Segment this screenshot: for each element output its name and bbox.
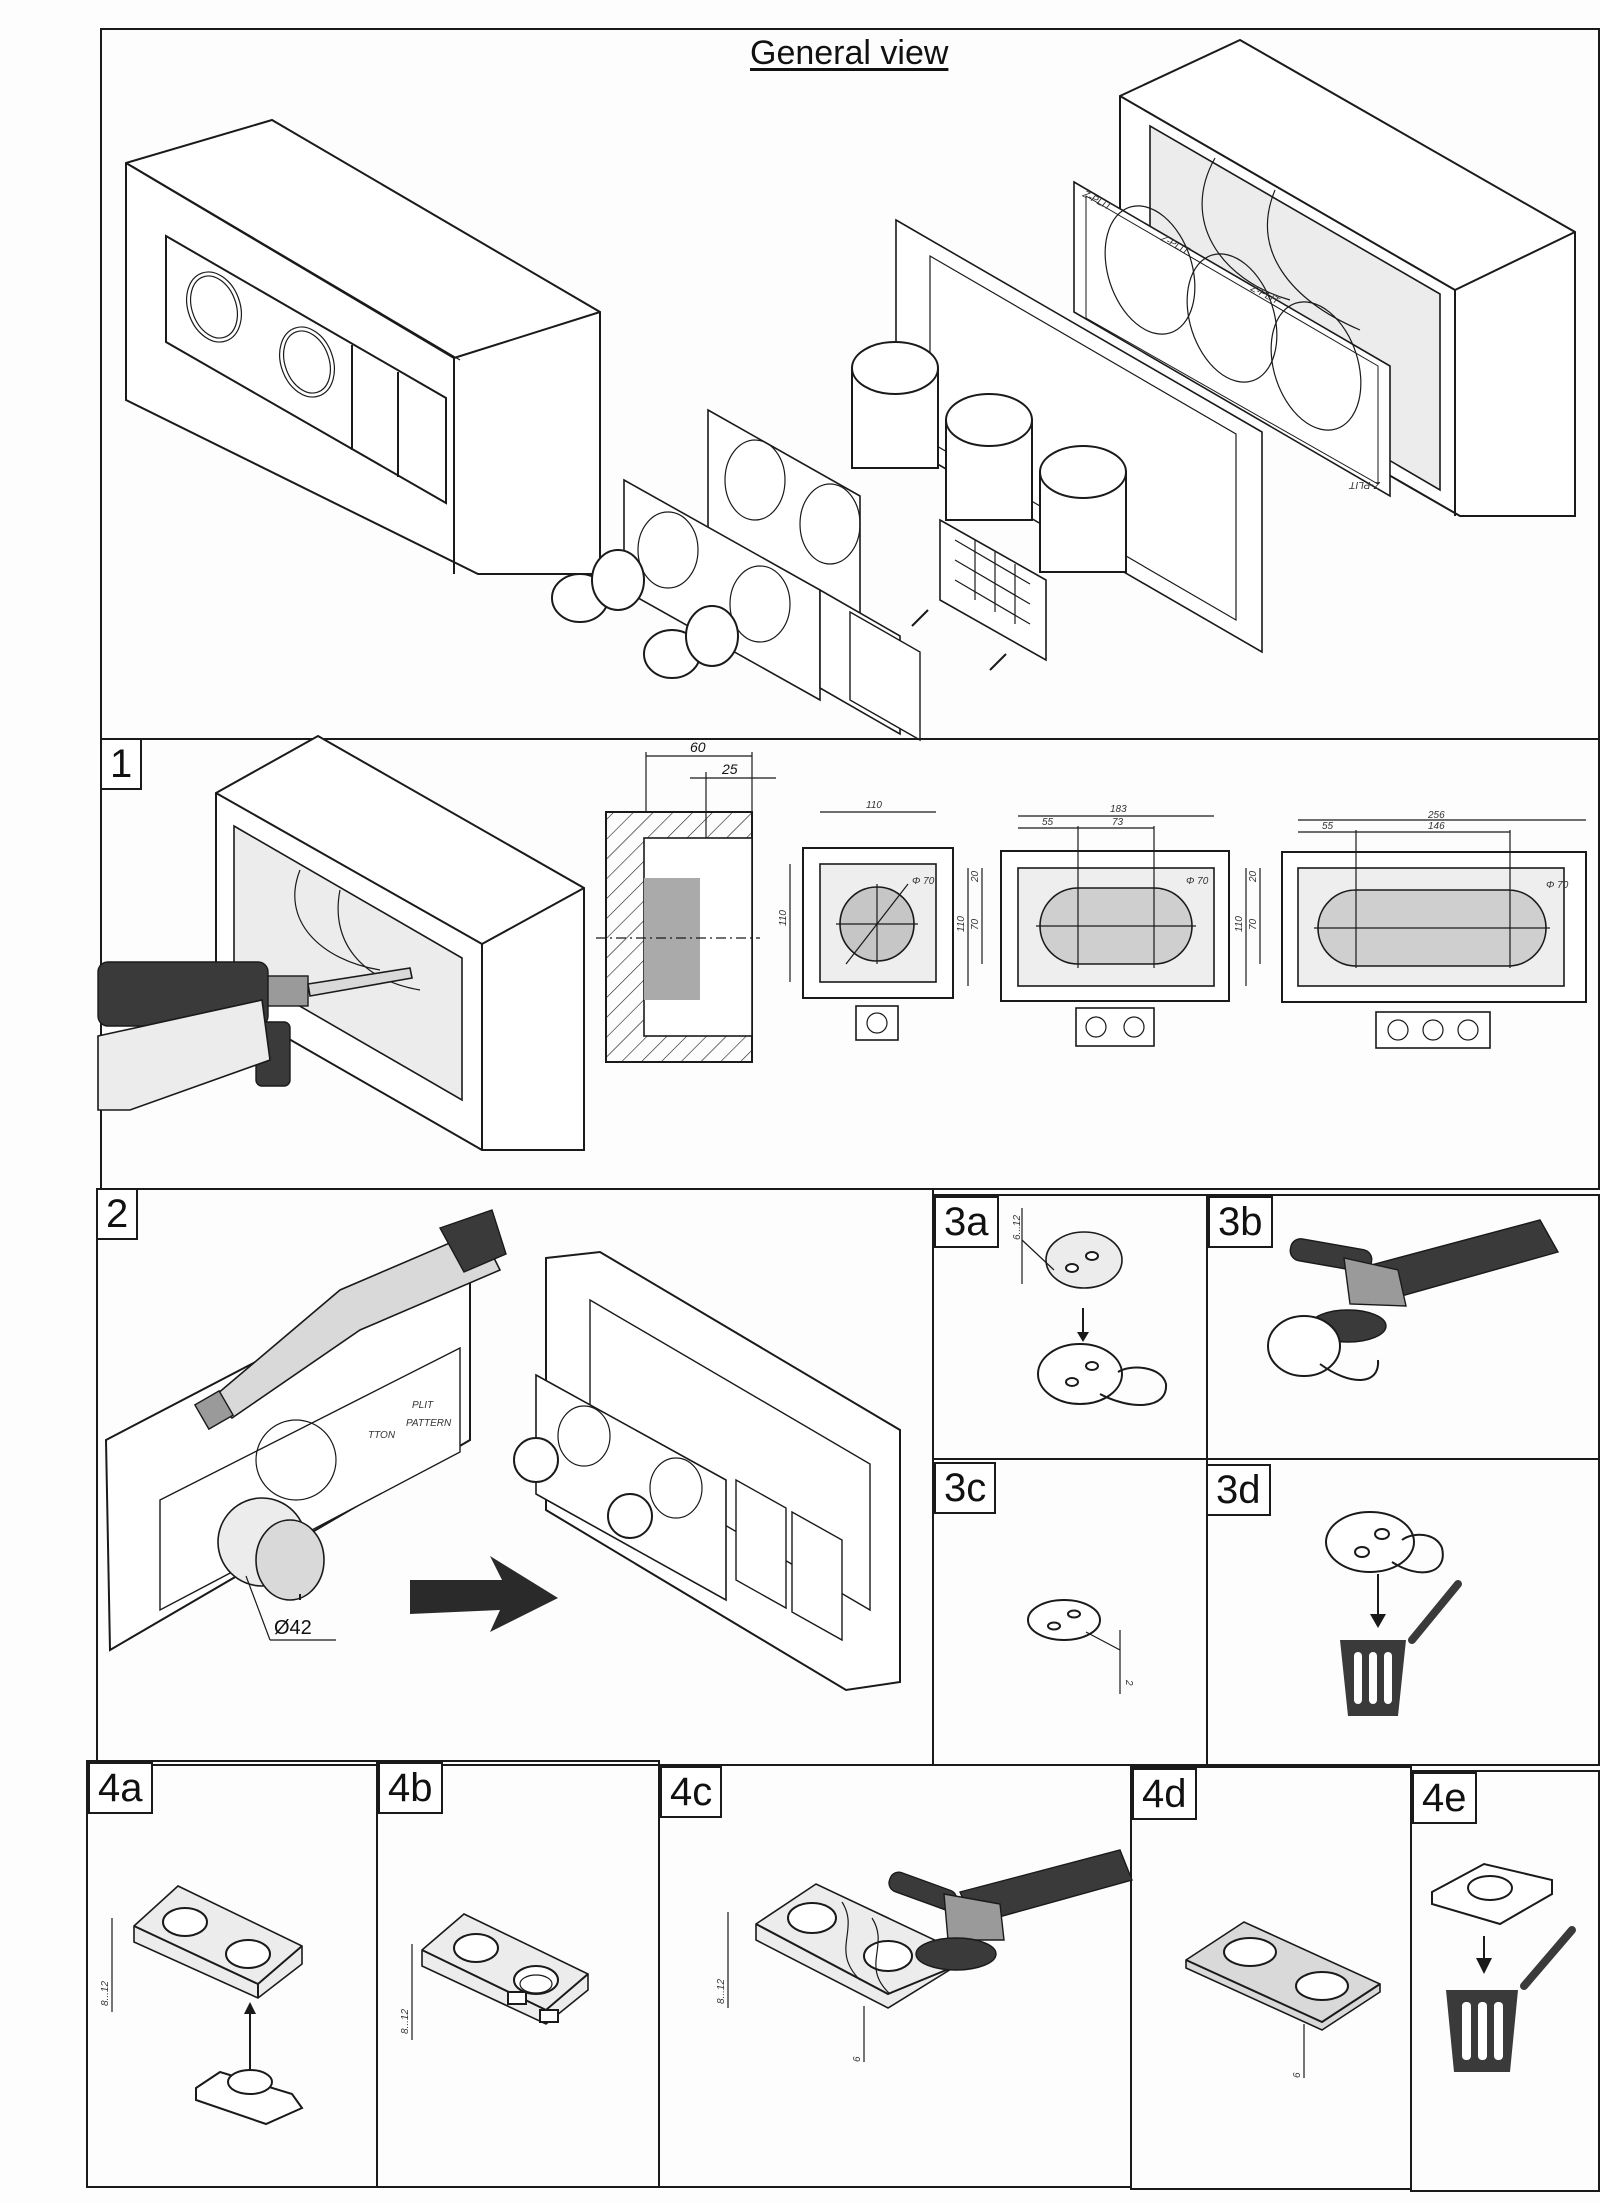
finished-plate: 6	[1185, 1921, 1381, 2078]
step-4e-panel	[1410, 1770, 1600, 2192]
dim-depth-recess: 25	[721, 761, 738, 777]
assembled-wall-box	[125, 118, 601, 575]
socket-inserts	[551, 549, 739, 679]
dim-center-spacing: 146	[1428, 821, 1445, 832]
step-1-label: 1	[100, 738, 143, 790]
step-4b-label: 4b	[378, 1762, 443, 1814]
direction-arrow	[410, 1556, 558, 1632]
dim-width: 110	[866, 800, 882, 811]
angle-grinder	[1267, 1219, 1560, 1381]
front-frame-plates	[623, 478, 921, 742]
plate-with-installed-clip: 8...12	[400, 1913, 589, 2040]
pattern-partial: TTON	[368, 1430, 396, 1441]
dim-width: 256	[1427, 810, 1445, 821]
plate-with-holes: 8...12	[100, 1885, 303, 2012]
cut-depth: 6	[852, 2056, 863, 2062]
step-3c-label: 3c	[934, 1462, 997, 1514]
template-single: 110 Φ 70 110	[778, 800, 954, 1041]
junction-box-1	[851, 341, 939, 469]
up-arrow-head	[244, 2002, 256, 2014]
trash-can-icon	[1446, 1926, 1576, 2072]
cut-template-result	[513, 1250, 901, 1692]
socket-icon	[1457, 1019, 1479, 1041]
step-2-drawing: PLIT PATTERN TTON Ø42	[104, 1209, 901, 1692]
step-4d-label: 4d	[1132, 1768, 1197, 1820]
step-3d-panel	[1206, 1458, 1600, 1766]
template-double: 183 55 73 Φ 70 110 70 20	[956, 804, 1230, 1047]
socket-insert-disc: 6...12	[1012, 1208, 1123, 1289]
plate-thickness: 8...12	[716, 1979, 727, 2004]
general-view-drawing: Z-PLIT Z-PLIT Z-PLIT Z-PLIT	[125, 38, 1576, 742]
step-1-drawing: 60 25 110 Φ 70 110	[97, 734, 1587, 1151]
cut-depth: 6	[1292, 2072, 1303, 2078]
step-2-label: 2	[96, 1188, 139, 1240]
insert-holder-clip	[195, 2069, 304, 2126]
down-arrow-head	[1370, 1614, 1386, 1628]
socket-icon	[866, 1012, 888, 1034]
disc-holder-with-handle	[1037, 1343, 1168, 1406]
dim-hole-diameter: Φ 70	[1546, 880, 1569, 891]
disc-holder-discard	[1325, 1511, 1444, 1574]
dim-offset-top: 20	[1248, 870, 1259, 883]
plate-thickness: 8...12	[400, 2009, 411, 2034]
step-4a-label: 4a	[88, 1762, 153, 1814]
disc-thickness: 6...12	[1012, 1215, 1023, 1240]
step-3d-label: 3d	[1206, 1464, 1271, 1516]
dim-center-spacing: 73	[1112, 817, 1124, 828]
junction-box-2	[945, 393, 1033, 521]
socket-icon	[1085, 1016, 1107, 1038]
hammer-drill	[97, 961, 413, 1111]
wall-block-chiseling	[215, 734, 585, 1151]
step-4e-label: 4e	[1412, 1772, 1477, 1824]
dim-hole-diameter: Φ 70	[912, 876, 935, 887]
socket-icon	[1123, 1016, 1145, 1038]
angle-grinder-cutting	[888, 1849, 1133, 1971]
general-view-title: General view	[750, 34, 949, 72]
dim-hole-height: 70	[1248, 918, 1259, 930]
socket-icon	[1387, 1019, 1409, 1041]
disc-thickness: 2	[1123, 1679, 1134, 1686]
brand-mark: Z-PLIT	[1349, 479, 1381, 490]
dim-hole-diameter: Φ 70	[1186, 876, 1209, 887]
step-3a-label: 3a	[934, 1196, 999, 1248]
pattern-brand: PLIT	[412, 1400, 434, 1411]
step-3b-label: 3b	[1208, 1196, 1273, 1248]
junction-box-3	[1039, 445, 1127, 573]
step-3-drawings: 6...12 2	[1012, 1208, 1560, 1716]
trash-can-icon	[1340, 1580, 1462, 1716]
dim-left-offset: 55	[1042, 817, 1054, 828]
socket-icon	[1422, 1019, 1444, 1041]
down-arrow-head	[1476, 1958, 1492, 1974]
dim-height: 110	[956, 916, 967, 932]
socket-1	[186, 271, 242, 343]
socket-mechanisms	[707, 408, 1047, 671]
dim-hole-height: 70	[970, 918, 981, 930]
thin-disc: 2	[1027, 1599, 1134, 1694]
junction-boxes	[851, 341, 1127, 573]
dim-left-offset: 55	[1322, 821, 1334, 832]
dim-width: 183	[1110, 804, 1127, 815]
step-4c-label: 4c	[660, 1766, 723, 1818]
angle-grinder-with-crown	[193, 1209, 507, 1601]
pattern-label: PATTERN	[406, 1418, 452, 1429]
plate-being-cut: 8...12 6	[716, 1883, 961, 2062]
dim-height: 110	[778, 910, 789, 926]
dim-depth-total: 60	[690, 739, 706, 755]
insert-holder-discard	[1431, 1862, 1553, 1926]
socket-2	[279, 326, 335, 398]
dim-offset-top: 20	[970, 870, 981, 883]
crown-diameter: Ø42	[274, 1617, 312, 1639]
dim-height: 110	[1234, 916, 1245, 932]
wall-cross-section: 60 25	[596, 739, 776, 1063]
crown-diameter-callout: Ø42	[245, 1575, 336, 1641]
down-arrow-head	[1077, 1332, 1089, 1342]
template-triple: 256 55 146 Φ 70 110 70 20	[1234, 810, 1587, 1049]
plate-thickness: 8...12	[100, 1981, 111, 2006]
